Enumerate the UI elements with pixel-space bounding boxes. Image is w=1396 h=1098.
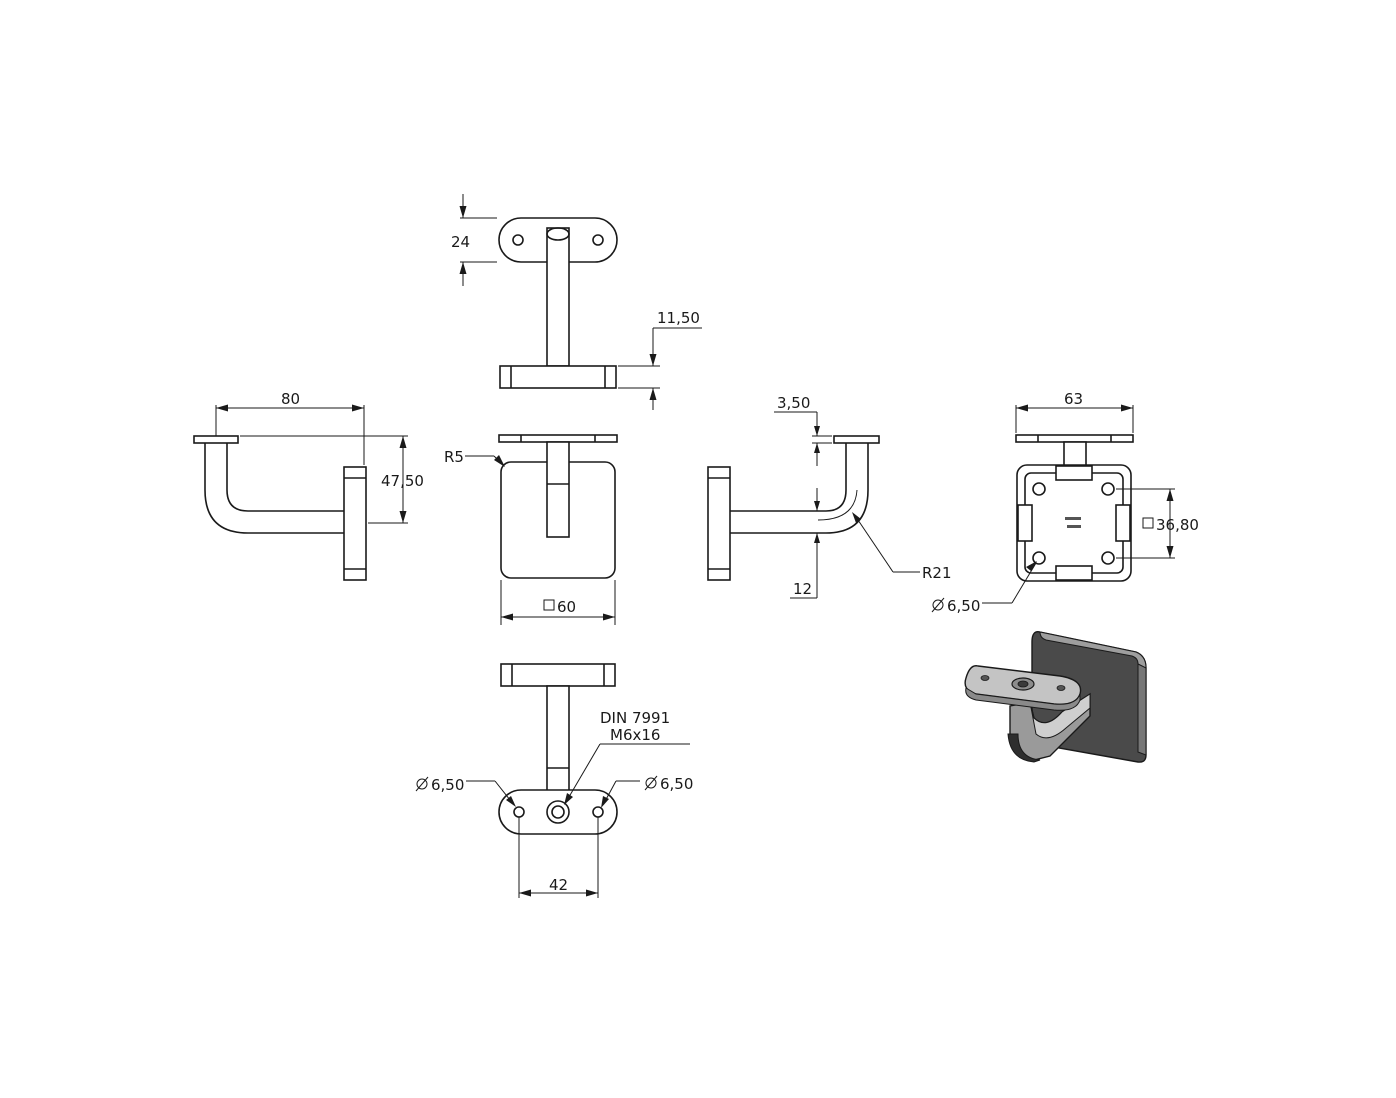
screw-head-inner xyxy=(551,805,565,819)
wall-plate-bottom xyxy=(500,663,616,687)
dim-plate-thickness: 11,50 xyxy=(657,309,700,327)
saddle-hole-3d-left xyxy=(980,675,990,681)
wall-plate-rear xyxy=(1016,464,1132,582)
dim-projection: 80 xyxy=(281,390,300,408)
rear-view: 63 36,80 6,50 xyxy=(931,390,1199,615)
dim-plate-gap: 3,50 xyxy=(777,394,810,412)
dim-wall-plate-width: 60 xyxy=(557,598,576,616)
tube-centerline xyxy=(817,489,858,521)
dia-symbol-rear xyxy=(932,599,944,611)
dim-corner-radius: R5 xyxy=(444,448,464,466)
top-view: 24 11,50 xyxy=(451,194,702,410)
screw-spec-line1: DIN 7991 xyxy=(600,709,670,727)
dim-top-width: 63 xyxy=(1064,390,1083,408)
isometric-view xyxy=(964,631,1147,763)
dim-bend-radius: R21 xyxy=(922,564,952,582)
left-side-view: 80 47,50 xyxy=(193,390,424,581)
saddle-side-right xyxy=(833,435,880,444)
tube-outer-right xyxy=(730,443,869,534)
square-symbol xyxy=(543,599,555,611)
mount-hole-tl xyxy=(1032,482,1046,496)
slot-top xyxy=(1055,465,1093,481)
saddle-hole-3d-right xyxy=(1056,685,1066,691)
mount-hole-tr xyxy=(1101,482,1115,496)
saddle-front xyxy=(498,434,618,443)
right-side-view: 3,50 12 R21 xyxy=(707,394,952,599)
tube-inner-right xyxy=(730,443,847,512)
tube-rear xyxy=(1063,441,1087,467)
wall-plate-side xyxy=(343,466,367,581)
screw-head-outer xyxy=(546,800,570,824)
dim-hole-square: 36,80 xyxy=(1156,516,1199,534)
dim-plate-height: 24 xyxy=(451,233,470,251)
engraving-mark-2 xyxy=(1067,525,1081,528)
tube-inner xyxy=(226,443,344,512)
mount-hole-br xyxy=(1101,551,1115,565)
wall-plate-side-right xyxy=(707,466,731,581)
square-symbol-rear xyxy=(1142,517,1154,529)
front-view: R5 60 xyxy=(444,434,618,625)
slot-bottom xyxy=(1055,565,1093,581)
tube-bottom xyxy=(546,685,570,793)
tube-front xyxy=(546,441,570,538)
dim-hole-spacing: 42 xyxy=(549,876,568,894)
tube-end xyxy=(546,227,570,241)
screw-spec-line2: M6x16 xyxy=(610,726,660,744)
dia-symbol-right xyxy=(645,777,657,789)
saddle-rear xyxy=(1015,434,1134,443)
tube-outer xyxy=(204,443,344,534)
bottom-view: DIN 7991 M6x16 6,50 6,50 42 xyxy=(415,663,693,898)
dim-tube-offset: 12 xyxy=(793,580,812,598)
wall-plate-edge xyxy=(499,365,617,389)
dia-symbol-left xyxy=(416,778,428,790)
slot-left xyxy=(1017,504,1033,542)
slot-right xyxy=(1115,504,1131,542)
dim-left-hole-dia: 6,50 xyxy=(431,776,464,794)
saddle-hole-left xyxy=(512,234,524,246)
saddle-hole-right xyxy=(592,234,604,246)
wall-plate-top-face xyxy=(1039,631,1147,669)
saddle-bottom xyxy=(498,789,618,835)
saddle-side xyxy=(193,435,239,444)
engraving-mark xyxy=(1065,517,1081,520)
dim-wall-hole-dia: 6,50 xyxy=(947,597,980,615)
mount-hole-bl xyxy=(1032,551,1046,565)
dim-height: 47,50 xyxy=(381,472,424,490)
support-tube xyxy=(546,227,570,367)
dim-right-hole-dia: 6,50 xyxy=(660,775,693,793)
